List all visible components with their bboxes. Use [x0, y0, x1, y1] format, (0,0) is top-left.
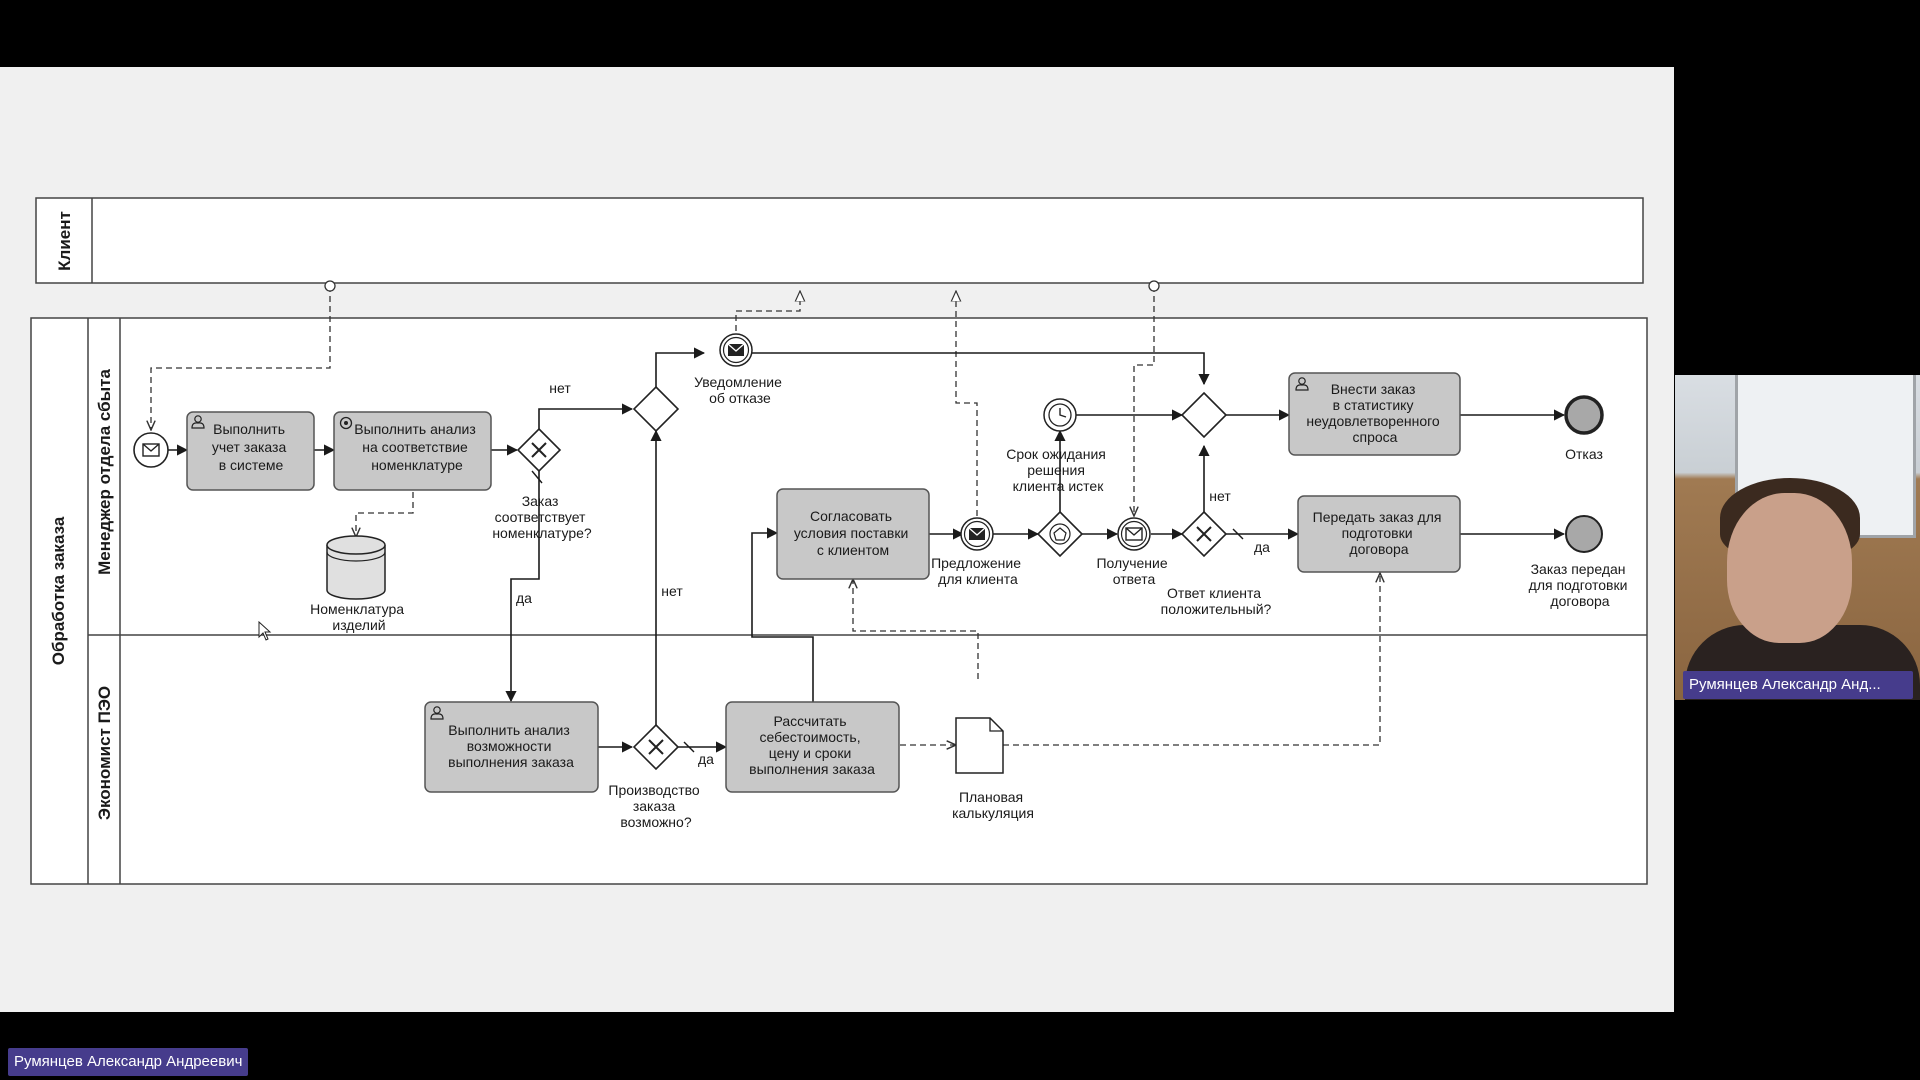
flow-label-no-2: нет	[661, 583, 683, 599]
participant-video[interactable]	[1675, 375, 1920, 700]
presenter-name-badge: Румянцев Александр Андреевич	[8, 1048, 249, 1076]
rejection-notice-event: Уведомление об отказе	[694, 333, 786, 406]
client-offer-event: Предложение для клиента	[931, 517, 1025, 587]
flow-label-yes-3: да	[1254, 539, 1270, 555]
svg-text:Отказ: Отказ	[1565, 446, 1603, 462]
flow-label-yes-1: да	[516, 590, 532, 606]
event-based-gateway	[1036, 510, 1084, 558]
participant-name-badge: Румянцев Александр Анд...	[1683, 671, 1913, 699]
gateway-production-possible: Производство заказа возможно?	[608, 723, 703, 830]
gateway-client-positive: Ответ клиента положительный?	[1161, 510, 1272, 617]
economist-lane-label: Экономист ПЭО	[95, 686, 114, 820]
clock-icon	[1048, 403, 1072, 427]
bpmn-diagram: Клиент Обработка заказа Менеджер отдела …	[30, 197, 1648, 885]
svg-text:Выполнить анализ на со: Выполнить анализ на соответствие номенкл…	[354, 421, 479, 473]
task-agree-terms: Согласовать условия поставки с клиентом	[776, 488, 930, 580]
svg-text:Получение ответа: Получение ответа	[1096, 555, 1171, 587]
svg-text:Уведомление об отказе: Уведомление об отказе	[694, 374, 786, 406]
svg-text:Заказ передан для подг: Заказ передан для подготовки договора	[1529, 561, 1632, 609]
planned-calculation-document: Плановая калькуляция	[952, 717, 1034, 821]
flow-label-no-1: нет	[549, 380, 571, 396]
gateway-order-matches: Заказ соответствует номенклатуре?	[492, 427, 592, 541]
svg-text:Плановая калькуляция: Плановая калькуляция	[952, 789, 1034, 821]
svg-text:Рассчитать себестоимос: Рассчитать себестоимость, цену и сроки в…	[749, 713, 875, 777]
svg-text:Ответ клиента положите: Ответ клиента положительный?	[1161, 585, 1272, 617]
svg-text:Заказ соответствует: Заказ соответствует номенклатуре?	[492, 493, 592, 541]
svg-text:Выполнить анализ возмо: Выполнить анализ возможности выполнения …	[448, 722, 574, 770]
task-register-order: Выполнить учет заказа в системе	[186, 411, 315, 491]
svg-text:Номенклатура изделий: Номенклатура изделий	[310, 601, 408, 633]
client-lane-label: Клиент	[55, 211, 74, 271]
gear-icon	[339, 416, 353, 430]
receive-answer-event: Получение ответа	[1096, 517, 1171, 587]
presentation-slide: Клиент Обработка заказа Менеджер отдела …	[0, 67, 1674, 1012]
gateway-merge-1	[632, 385, 680, 433]
svg-text:Передать заказ для под: Передать заказ для подготовки договора	[1313, 509, 1446, 557]
end-event-transferred: Заказ передан для подготовки договора	[1529, 515, 1632, 609]
svg-text:Согласовать условия по: Согласовать условия поставки с клиентом	[794, 508, 912, 558]
manager-lane-label: Менеджер отдела сбыта	[95, 369, 114, 575]
task-check-nomenclature: Выполнить анализ на соответствие номенкл…	[333, 411, 492, 491]
flow-label-no-3: нет	[1209, 488, 1231, 504]
svg-text:Предложение для клиент: Предложение для клиента	[931, 555, 1025, 587]
client-pool: Клиент	[35, 197, 1644, 284]
task-calculate-cost: Рассчитать себестоимость, цену и сроки в…	[725, 701, 900, 793]
flow-label-yes-2: да	[698, 751, 714, 767]
nomenclature-data-store: Номенклатура изделий	[310, 535, 408, 633]
start-message-event	[133, 432, 169, 468]
end-event-refusal: Отказ	[1564, 395, 1604, 462]
pool-label: Обработка заказа	[49, 516, 68, 665]
gateway-merge-2	[1180, 391, 1228, 439]
timer-event: Срок ожидания решения клиента истек	[1006, 398, 1110, 494]
svg-text:Производство заказа: Производство заказа возможно?	[608, 782, 703, 830]
task-transfer-order: Передать заказ для подготовки договора	[1297, 495, 1461, 573]
task-record-statistics: Внести заказ в статистику неудовлетворен…	[1288, 372, 1461, 456]
svg-text:Выполнить учет заказа: Выполнить учет заказа в системе	[212, 421, 290, 473]
svg-text:Внести заказ в статист: Внести заказ в статистику неудовлетворен…	[1306, 381, 1443, 445]
task-analyze-feasibility: Выполнить анализ возможности выполнения …	[424, 701, 599, 793]
svg-text:Срок ожидания решения: Срок ожидания решения клиента истек	[1006, 446, 1110, 494]
message-flows	[151, 280, 1380, 745]
mouse-pointer-icon	[258, 621, 272, 641]
